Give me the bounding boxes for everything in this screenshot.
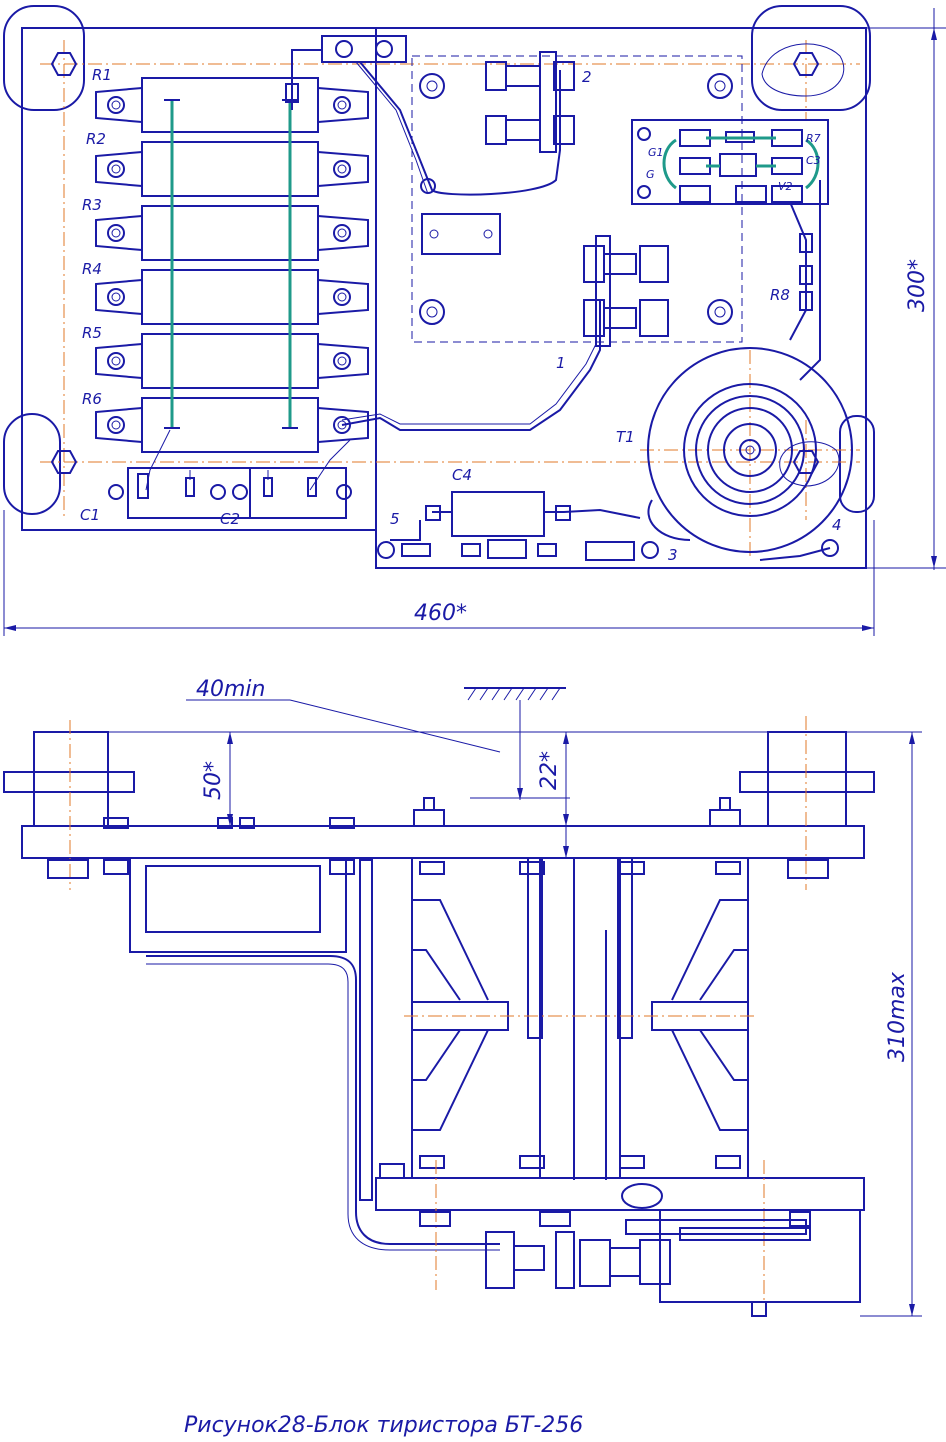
label-v2: V2 — [778, 180, 793, 193]
label-g: G — [646, 168, 655, 181]
top-view: R1 R2 R3 R4 R5 R6 C1 C2 C4 T1 R7 C3 V2 G… — [3, 5, 946, 636]
position-5: 5 — [390, 510, 400, 528]
position-1: 1 — [556, 354, 566, 372]
label-r3: R3 — [82, 196, 102, 214]
position-3: 3 — [668, 546, 678, 564]
label-r4: R4 — [82, 260, 102, 278]
figure-caption: Рисунок28-Блок тиристора БТ-256 — [184, 1413, 583, 1438]
label-r1: R1 — [92, 66, 112, 84]
resistor-bank — [95, 77, 369, 453]
dimension-310max: 310max — [885, 971, 910, 1062]
dimension-300: 300* — [905, 259, 930, 312]
label-r7: R7 — [806, 132, 821, 145]
label-g1: G1 — [648, 146, 664, 159]
label-c1: C1 — [80, 506, 100, 524]
top-view-dimensions: 300* 460* — [3, 8, 946, 636]
label-r5: R5 — [82, 324, 102, 342]
label-c4: C4 — [452, 466, 472, 484]
label-c2: C2 — [220, 510, 240, 528]
position-4: 4 — [832, 516, 842, 534]
side-plate-top — [21, 825, 865, 859]
dimension-40min: 40min — [196, 677, 265, 702]
dimension-50: 50* — [201, 761, 226, 800]
label-c3: C3 — [806, 154, 821, 167]
side-view-dimensions: 40min 50* 22* 310max — [186, 677, 922, 1317]
top-view-labels: R1 R2 R3 R4 R5 R6 C1 C2 C4 T1 R7 C3 V2 G… — [80, 66, 842, 564]
label-r8: R8 — [770, 286, 790, 304]
label-t1: T1 — [616, 428, 635, 446]
side-view: 40min 50* 22* 310max — [3, 677, 922, 1317]
transformer-t1 — [647, 347, 853, 553]
position-2: 2 — [582, 68, 592, 86]
heatsink — [404, 857, 756, 1180]
label-r2: R2 — [86, 130, 106, 148]
dimension-460: 460* — [414, 601, 467, 626]
side-plate-bottom — [375, 1177, 865, 1211]
dimension-22: 22* — [537, 751, 562, 790]
label-r6: R6 — [82, 390, 102, 408]
